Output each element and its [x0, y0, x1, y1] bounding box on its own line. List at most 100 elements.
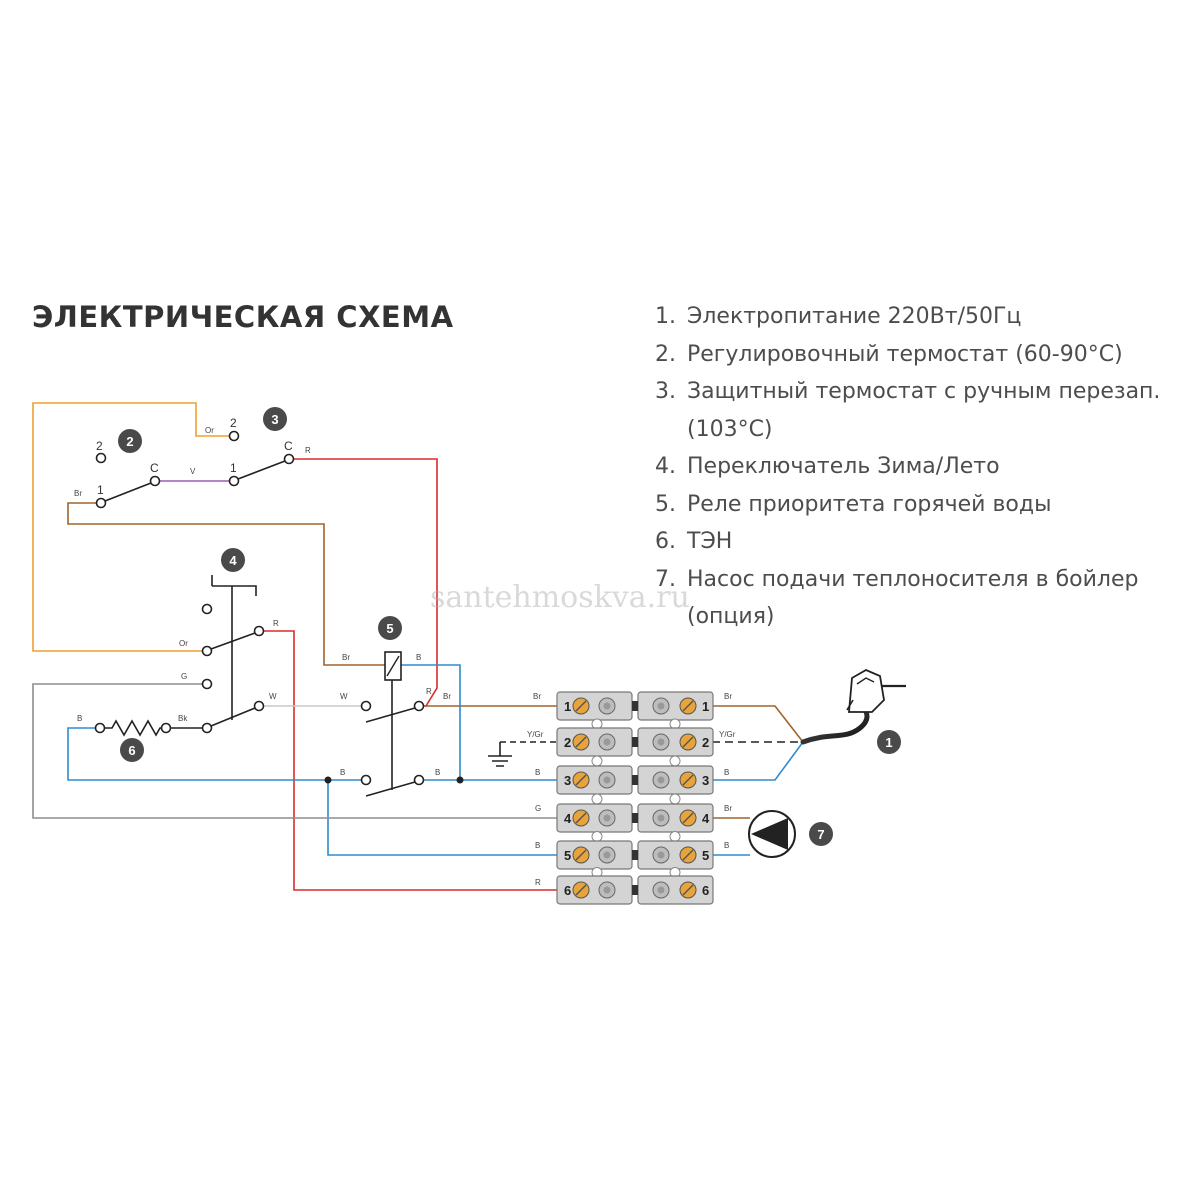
wire-code: R [426, 687, 432, 696]
wire-code: G [181, 672, 187, 681]
screw-slot [682, 849, 694, 861]
legend-text: ТЭН [687, 529, 733, 554]
wire-code: B [416, 653, 421, 662]
wire-code: Br [74, 489, 82, 498]
terminal-number: 4 [564, 811, 572, 826]
spacer-hole [669, 793, 681, 805]
contact-circle [413, 700, 425, 712]
contact-circle [253, 625, 265, 637]
legend-item: 4.Переключатель Зима/Лето [655, 448, 1195, 486]
wire-code: Bk [178, 714, 188, 723]
socket-hole [603, 814, 611, 822]
legend-list: 1. Электропитание 220Вт/50Гц 2. Регулирово… [655, 298, 1195, 636]
spacer-hole [669, 831, 681, 842]
switch-contacts [94, 430, 425, 786]
contact-label: 2 [96, 439, 103, 453]
lever-switch-4-lower [210, 707, 256, 727]
legend-text: Электропитание 220Вт/50Гц [687, 304, 1022, 329]
contact-circle [95, 452, 107, 464]
contact-circle [413, 774, 425, 786]
legend-text: Насос подачи теплоносителя в бойлер (опц… [687, 566, 1139, 630]
terminal-bridge [632, 885, 638, 895]
badge-6: 6 [120, 738, 144, 762]
legend-text: Переключатель Зима/Лето [687, 454, 1000, 479]
wire-grey [32, 683, 560, 819]
screw-slot [575, 849, 587, 861]
legend-item: 3.Защитный термостат с ручным перезап. (… [655, 373, 1195, 448]
terminal-number: 1 [564, 699, 571, 714]
contact-circle [253, 700, 265, 712]
badge-number: 1 [885, 735, 892, 750]
legend-item: 5.Реле приоритета горячей воды [655, 486, 1195, 524]
wire-code: Br [443, 692, 451, 701]
screw-slot [575, 812, 587, 824]
watermark: santehmoskva.ru [430, 580, 690, 615]
badge-number: 6 [128, 743, 135, 758]
contact-circle [201, 678, 213, 690]
contact-circle [94, 722, 106, 734]
wire-code: W [269, 692, 277, 701]
badge-3: 3 [263, 407, 287, 431]
badge-number: 2 [126, 434, 133, 449]
wires [32, 402, 804, 891]
lever-thermostat-3 [237, 460, 286, 480]
lever-relay-lower [365, 781, 416, 797]
badge-5: 5 [378, 616, 402, 640]
legend-number: 5. [655, 491, 676, 517]
contact-label: C [284, 439, 293, 453]
badge-7: 7 [809, 822, 833, 846]
wire-code: Br [533, 692, 541, 701]
socket-hole [603, 776, 611, 784]
legend-item: 1. Электропитание 220Вт/50Гц [655, 298, 1195, 336]
spacer-hole [591, 793, 603, 805]
legend-text: Защитный термостат с ручным перезап. (10… [687, 379, 1161, 442]
wire-code-labels: Or Br V R Or R G W B Bk Br B W R Br B B … [74, 426, 736, 887]
socket-hole [657, 738, 665, 746]
wire-code: B [724, 841, 729, 850]
wire-code: Or [179, 639, 188, 648]
socket-hole [657, 776, 665, 784]
wire-code: Y/Gr [719, 730, 736, 739]
lever-relay-upper [365, 707, 416, 723]
wire-blue-heater [67, 727, 366, 781]
contact-circle [360, 700, 372, 712]
wire-blue-pump-feed [327, 780, 560, 856]
wire-code: W [340, 692, 348, 701]
terminal-number: 1 [702, 699, 709, 714]
wire-blue-plug [712, 741, 804, 781]
legend-item: 2. Регулировочный термостат (60-90°С) [655, 336, 1195, 374]
terminal-bridge [632, 701, 638, 711]
legend-text: Регулировочный термостат (60-90°С) [687, 341, 1123, 367]
wire-code: R [273, 619, 279, 628]
contact-label: 1 [230, 461, 237, 475]
legend-number: 7. [655, 566, 676, 592]
wire-code: B [435, 768, 440, 777]
terminal-bridge [632, 813, 638, 823]
terminal-bridge [632, 737, 638, 747]
wire-orange [32, 402, 234, 652]
socket-hole [603, 851, 611, 859]
screw-slot [682, 736, 694, 748]
contact-circle [360, 774, 372, 786]
wire-code: B [340, 768, 345, 777]
heater-resistor-icon [104, 719, 162, 737]
socket-hole [657, 814, 665, 822]
contact-circle [201, 722, 213, 734]
badge-2: 2 [118, 429, 142, 453]
screw-slot [682, 812, 694, 824]
terminal-number: 6 [702, 883, 709, 898]
power-plug-icon [800, 668, 906, 745]
wire-code: B [77, 714, 82, 723]
legend-number: 2. [655, 341, 676, 367]
contact-label: C [150, 461, 159, 475]
screw-slot [682, 700, 694, 712]
legend-number: 1. [655, 304, 676, 329]
wire-code: G [535, 804, 541, 813]
earth-icon [488, 742, 512, 767]
terminal-bridge [632, 775, 638, 785]
